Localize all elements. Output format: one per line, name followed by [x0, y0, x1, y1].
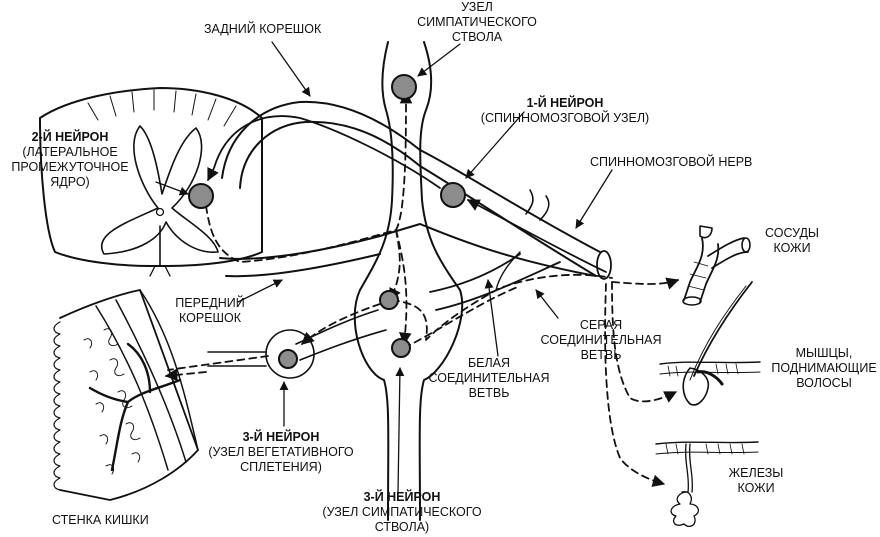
label-gray-ramus: СЕРАЯ СОЕДИНИТЕЛЬНАЯ ВЕТВЬ	[540, 318, 662, 362]
leader-lines	[155, 41, 613, 493]
spinal-nerve-trunk	[379, 149, 612, 280]
label-spinal-nerve: СПИННОМОЗГОВОЙ НЕРВ	[590, 155, 753, 169]
label-intestinal-wall: СТЕНКА КИШКИ	[52, 513, 149, 527]
afferent-pathway	[207, 115, 607, 273]
trunk-ganglion-lower-body-b	[391, 338, 411, 358]
spinal-cord-section	[39, 87, 263, 277]
label-sympathetic-trunk-ganglion: УЗЕЛ СИМПАТИЧЕСКОГО СТВОЛА	[417, 0, 537, 44]
skin-gland-drawing	[655, 441, 759, 528]
efferent-pathways	[164, 90, 680, 487]
rami-communicantes	[429, 251, 561, 311]
label-skin-glands: ЖЕЛЕЗЫ КОЖИ	[728, 466, 784, 495]
label-hair-muscles: МЫШЦЫ, ПОДНИМАЮЩИЕ ВОЛОСЫ	[771, 346, 877, 390]
label-neuron-2: 2-Й НЕЙРОН (ЛАТЕРАЛЬНОЕ ПРОМЕЖУТОЧНОЕ ЯД…	[11, 130, 129, 189]
neuron-bodies	[188, 74, 466, 369]
skin-vessel-drawing	[682, 225, 751, 306]
label-skin-vessels: СОСУДЫ КОЖИ	[765, 226, 819, 255]
posterior-root	[221, 100, 421, 189]
trunk-ganglion-lower-body-a	[379, 290, 399, 310]
label-posterior-root: ЗАДНИЙ КОРЕШОК	[204, 22, 322, 36]
label-neuron-1: 1-Й НЕЙРОН (СПИННОМОЗГОВОЙ УЗЕЛ)	[480, 96, 650, 125]
neuron-2-body	[188, 183, 214, 209]
intestinal-wall	[53, 289, 199, 501]
label-white-ramus: БЕЛАЯ СОЕДИНИТЕЛЬНАЯ ВЕТВЬ	[428, 356, 550, 400]
anterior-root	[219, 235, 381, 278]
hair-follicle-drawing	[659, 281, 761, 406]
sympathetic-trunk	[353, 41, 464, 521]
neuron-1-body	[440, 182, 466, 208]
label-neuron-3-trunk: 3-Й НЕЙРОН (УЗЕЛ СИМПАТИЧЕСКОГО СТВОЛА)	[322, 490, 482, 534]
label-neuron-3-plexus: 3-Й НЕЙРОН (УЗЕЛ ВЕГЕТАТИВНОГО СПЛЕТЕНИЯ…	[208, 430, 354, 474]
neuron-3-plexus-body	[278, 349, 298, 369]
trunk-ganglion-upper-body	[391, 74, 417, 100]
label-anterior-root: ПЕРЕДНИЙ КОРЕШОК	[175, 296, 245, 325]
visceral-nerve	[207, 309, 387, 379]
